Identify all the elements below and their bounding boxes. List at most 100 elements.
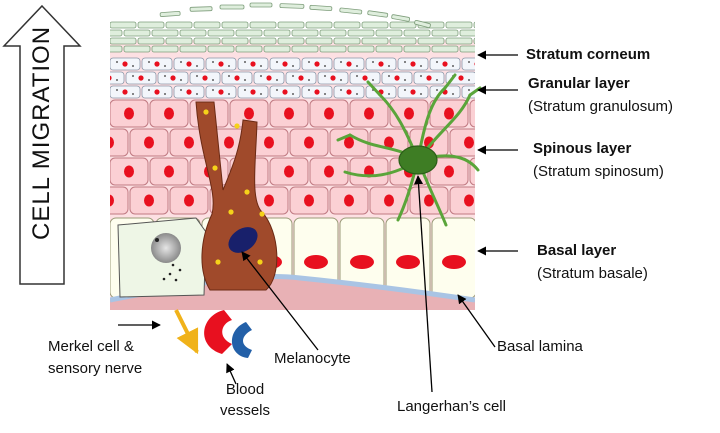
granule-nucleus <box>234 75 240 81</box>
granular-cell <box>110 71 125 85</box>
corneum-cell <box>389 21 417 29</box>
keratohyalin-granule <box>420 75 422 77</box>
corneum-flakes <box>159 2 431 28</box>
merkel-cell <box>117 217 207 298</box>
spinous-nucleus <box>304 136 314 149</box>
corneum-cell <box>375 29 403 37</box>
spinous-nucleus <box>424 194 434 207</box>
corneum-cell <box>305 21 333 29</box>
granular-layer <box>100 57 486 99</box>
melanosome <box>259 211 265 217</box>
corneum-cell <box>431 29 459 37</box>
cell-migration-arrow <box>2 4 82 285</box>
spinous-cell <box>110 128 129 157</box>
spinous-layer-label: Spinous layer <box>533 140 632 157</box>
granule-nucleus <box>122 61 128 67</box>
keratohyalin-granule <box>436 89 438 91</box>
keratohyalin-granule <box>228 65 230 67</box>
keratohyalin-granule <box>356 75 358 77</box>
keratohyalin-granule <box>116 61 118 63</box>
keratohyalin-granule <box>388 75 390 77</box>
keratohyalin-granule <box>100 75 102 77</box>
spinous-nucleus <box>344 194 354 207</box>
granule-nucleus <box>154 61 160 67</box>
granule-nucleus <box>298 75 304 81</box>
corneum-cell <box>263 45 291 53</box>
spinous-nucleus <box>164 165 174 178</box>
melanosome <box>215 259 221 265</box>
granule-nucleus <box>346 61 352 67</box>
corneum-cell <box>319 29 347 37</box>
corneum-cell <box>389 37 417 45</box>
basal-nucleus <box>442 255 466 269</box>
basal-nucleus <box>350 255 374 269</box>
granule-nucleus <box>362 75 368 81</box>
keratohyalin-granule <box>244 79 246 81</box>
granular-layer-sublabel: (Stratum granulosum) <box>528 98 674 115</box>
keratohyalin-granule <box>324 65 326 67</box>
corneum-cell <box>123 29 151 37</box>
spinous-cell <box>469 157 475 186</box>
keratohyalin-granule <box>308 79 310 81</box>
corneum-cell <box>417 37 445 45</box>
granule-nucleus <box>218 61 224 67</box>
shedding-flake <box>249 2 273 8</box>
melanosome <box>234 123 240 129</box>
granular-layer-label: Granular layer <box>528 75 630 92</box>
spinous-nucleus <box>144 136 154 149</box>
keratohyalin-granule <box>260 75 262 77</box>
basal-layer-label: Basal layer <box>537 242 617 259</box>
corneum-cell <box>151 45 179 53</box>
keratohyalin-granule <box>116 79 118 81</box>
granule-nucleus <box>138 75 144 81</box>
granule-nucleus <box>266 75 272 81</box>
keratohyalin-granule <box>212 79 214 81</box>
langerhans-cell <box>336 73 482 227</box>
blood-vessels-label-line2: vessels <box>219 402 271 419</box>
spinous-nucleus <box>484 166 494 178</box>
shedding-flake <box>159 11 181 17</box>
corneum-cell <box>445 37 473 45</box>
corneum-cell <box>221 21 249 29</box>
merkel-cell-label-line1: Merkel cell & <box>48 338 134 355</box>
keratohyalin-granule <box>324 93 326 95</box>
corneum-cell <box>137 37 165 45</box>
shedding-flake <box>309 4 333 12</box>
keratohyalin-granule <box>276 79 278 81</box>
spinous-layer-sublabel: (Stratum spinosum) <box>533 163 664 180</box>
keratohyalin-granule <box>164 93 166 95</box>
keratohyalin-granule <box>116 89 118 91</box>
keratohyalin-granule <box>452 65 454 67</box>
corneum-cell <box>235 45 263 53</box>
granule-nucleus <box>442 61 448 67</box>
spinous-nucleus <box>110 136 114 149</box>
basal-nucleus <box>304 255 328 269</box>
spinous-nucleus <box>384 136 394 149</box>
shedding-flake <box>391 14 411 22</box>
corneum-cell <box>179 29 207 37</box>
spinous-nucleus <box>184 194 194 207</box>
corneum-cell <box>151 29 179 37</box>
keratohyalin-granule <box>324 75 326 77</box>
corneum-cell <box>110 37 137 45</box>
langerhans-cell-label: Langerhan’s cell <box>397 398 506 415</box>
spinous-nucleus <box>464 194 474 207</box>
keratohyalin-granule <box>148 89 150 91</box>
keratohyalin-granule <box>452 93 454 95</box>
keratohyalin-granule <box>164 65 166 67</box>
spinous-nucleus <box>110 194 114 207</box>
keratohyalin-granule <box>484 93 486 95</box>
keratohyalin-granule <box>260 65 262 67</box>
corneum-cell <box>249 37 277 45</box>
granule-nucleus <box>458 75 464 81</box>
granule-nucleus <box>474 62 475 66</box>
keratohyalin-granule <box>180 89 182 91</box>
keratohyalin-granule <box>372 79 374 81</box>
keratohyalin-granule <box>228 75 230 77</box>
melanocyte-label: Melanocyte <box>274 350 351 367</box>
melanosome <box>203 109 209 115</box>
basal-lamina-label: Basal lamina <box>497 338 583 355</box>
corneum-cell <box>305 37 333 45</box>
corneum-cell <box>403 29 431 37</box>
granule-nucleus <box>314 89 320 95</box>
